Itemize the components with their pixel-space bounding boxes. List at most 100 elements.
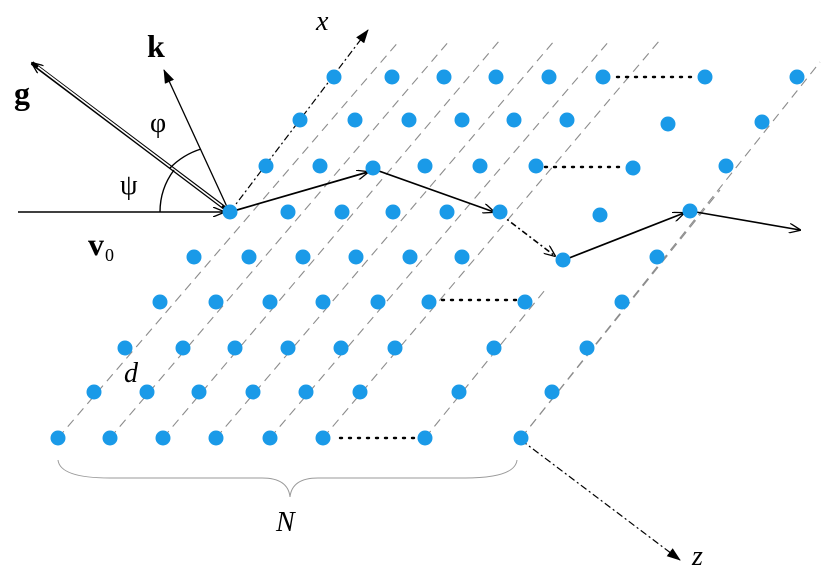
lattice-atom xyxy=(50,430,66,446)
x-axis xyxy=(229,29,369,213)
trajectory-seg-1 xyxy=(229,172,368,213)
n-brace xyxy=(57,459,518,498)
lattice-atom xyxy=(152,294,168,310)
ellipsis-dots xyxy=(338,75,697,440)
lattice-atom xyxy=(175,340,191,356)
lattice-plane-line xyxy=(520,189,721,439)
lattice-atom xyxy=(370,294,386,310)
label-phi: φ xyxy=(150,108,167,139)
trajectory-seg-3 xyxy=(499,213,555,256)
lattice-atoms xyxy=(50,69,805,446)
lattice-planes xyxy=(57,39,821,439)
lattice-atom xyxy=(592,207,608,223)
lattice-atom xyxy=(492,204,508,220)
lattice-atom xyxy=(436,69,452,85)
lattice-atom xyxy=(365,160,381,176)
lattice-atom xyxy=(555,252,571,268)
z-axis xyxy=(520,439,681,561)
lattice-atom xyxy=(262,294,278,310)
trajectory-seg-5 xyxy=(689,210,800,230)
trajectory-seg-2 xyxy=(375,169,494,212)
lattice-atom xyxy=(472,158,488,174)
lattice-atom xyxy=(385,204,401,220)
lattice-atom xyxy=(298,384,314,400)
lattice-atom xyxy=(417,158,433,174)
lattice-atom xyxy=(595,69,611,85)
lattice-atom xyxy=(660,116,676,132)
lattice-atom xyxy=(454,249,470,265)
lattice-atom xyxy=(352,384,368,400)
lattice-atom xyxy=(292,112,308,128)
lattice-atom xyxy=(682,203,698,219)
lattice-atom xyxy=(506,112,522,128)
label-x: x xyxy=(316,6,329,37)
label-g: g xyxy=(14,75,30,111)
k-arrow xyxy=(163,69,229,210)
lattice-atom xyxy=(697,69,713,85)
lattice-atom xyxy=(513,430,529,446)
lattice-atom xyxy=(517,294,533,310)
lattice-atom xyxy=(139,384,155,400)
lattice-atom xyxy=(488,69,504,85)
lattice-atom xyxy=(280,204,296,220)
lattice-atom xyxy=(486,340,502,356)
g-arrow-inner xyxy=(37,66,223,207)
lattice-atom xyxy=(625,160,641,176)
lattice-atom xyxy=(528,158,544,174)
lattice-atom xyxy=(186,249,202,265)
lattice-atom xyxy=(241,249,257,265)
lattice-atom xyxy=(227,340,243,356)
lattice-atom xyxy=(387,340,403,356)
label-v-sub: 0 xyxy=(105,245,114,265)
lattice-atom xyxy=(86,384,102,400)
lattice-plane-line xyxy=(109,39,451,439)
lattice-atom xyxy=(789,69,805,85)
lattice-plane-line xyxy=(424,289,546,439)
lattice-atom xyxy=(312,158,328,174)
psi-arc xyxy=(159,169,175,213)
phi-arc xyxy=(169,148,202,169)
lattice-atom xyxy=(208,294,224,310)
lattice-atom xyxy=(544,384,560,400)
label-N: N xyxy=(276,507,295,538)
lattice-plane-line xyxy=(162,39,501,439)
lattice-atom xyxy=(401,112,417,128)
lattice-atom xyxy=(208,430,224,446)
lattice-atom xyxy=(421,294,437,310)
lattice-atom xyxy=(315,430,331,446)
lattice-atom xyxy=(258,158,274,174)
label-d: d xyxy=(124,358,138,389)
trajectory-seg-4 xyxy=(563,213,684,261)
lattice-atom xyxy=(384,69,400,85)
lattice-atom xyxy=(718,158,734,174)
lattice-atom xyxy=(348,249,364,265)
lattice-atom xyxy=(245,384,261,400)
label-v0: v0 xyxy=(88,226,114,264)
lattice-atom xyxy=(541,69,557,85)
lattice-atom xyxy=(402,249,418,265)
label-psi: ψ xyxy=(120,170,138,201)
lattice-plane-line xyxy=(57,39,401,439)
label-z: z xyxy=(692,541,703,572)
lattice-atom xyxy=(117,340,133,356)
lattice-atom xyxy=(347,112,363,128)
lattice-atom xyxy=(439,204,455,220)
lattice-plane-line xyxy=(269,39,611,439)
lattice-plane-line xyxy=(322,39,661,439)
lattice-atom xyxy=(295,249,311,265)
label-k: k xyxy=(147,28,165,64)
lattice-atom xyxy=(102,430,118,446)
lattice-atom xyxy=(326,69,342,85)
lattice-atom xyxy=(334,204,350,220)
lattice-atom xyxy=(333,340,349,356)
lattice-atom xyxy=(451,384,467,400)
label-v: v xyxy=(88,226,104,262)
lattice-atom xyxy=(222,204,238,220)
lattice-atom xyxy=(559,112,575,128)
lattice-atom xyxy=(649,249,665,265)
lattice-atom xyxy=(315,294,331,310)
lattice-atom xyxy=(579,340,595,356)
lattice-atom xyxy=(454,112,470,128)
lattice-atom xyxy=(614,294,630,310)
